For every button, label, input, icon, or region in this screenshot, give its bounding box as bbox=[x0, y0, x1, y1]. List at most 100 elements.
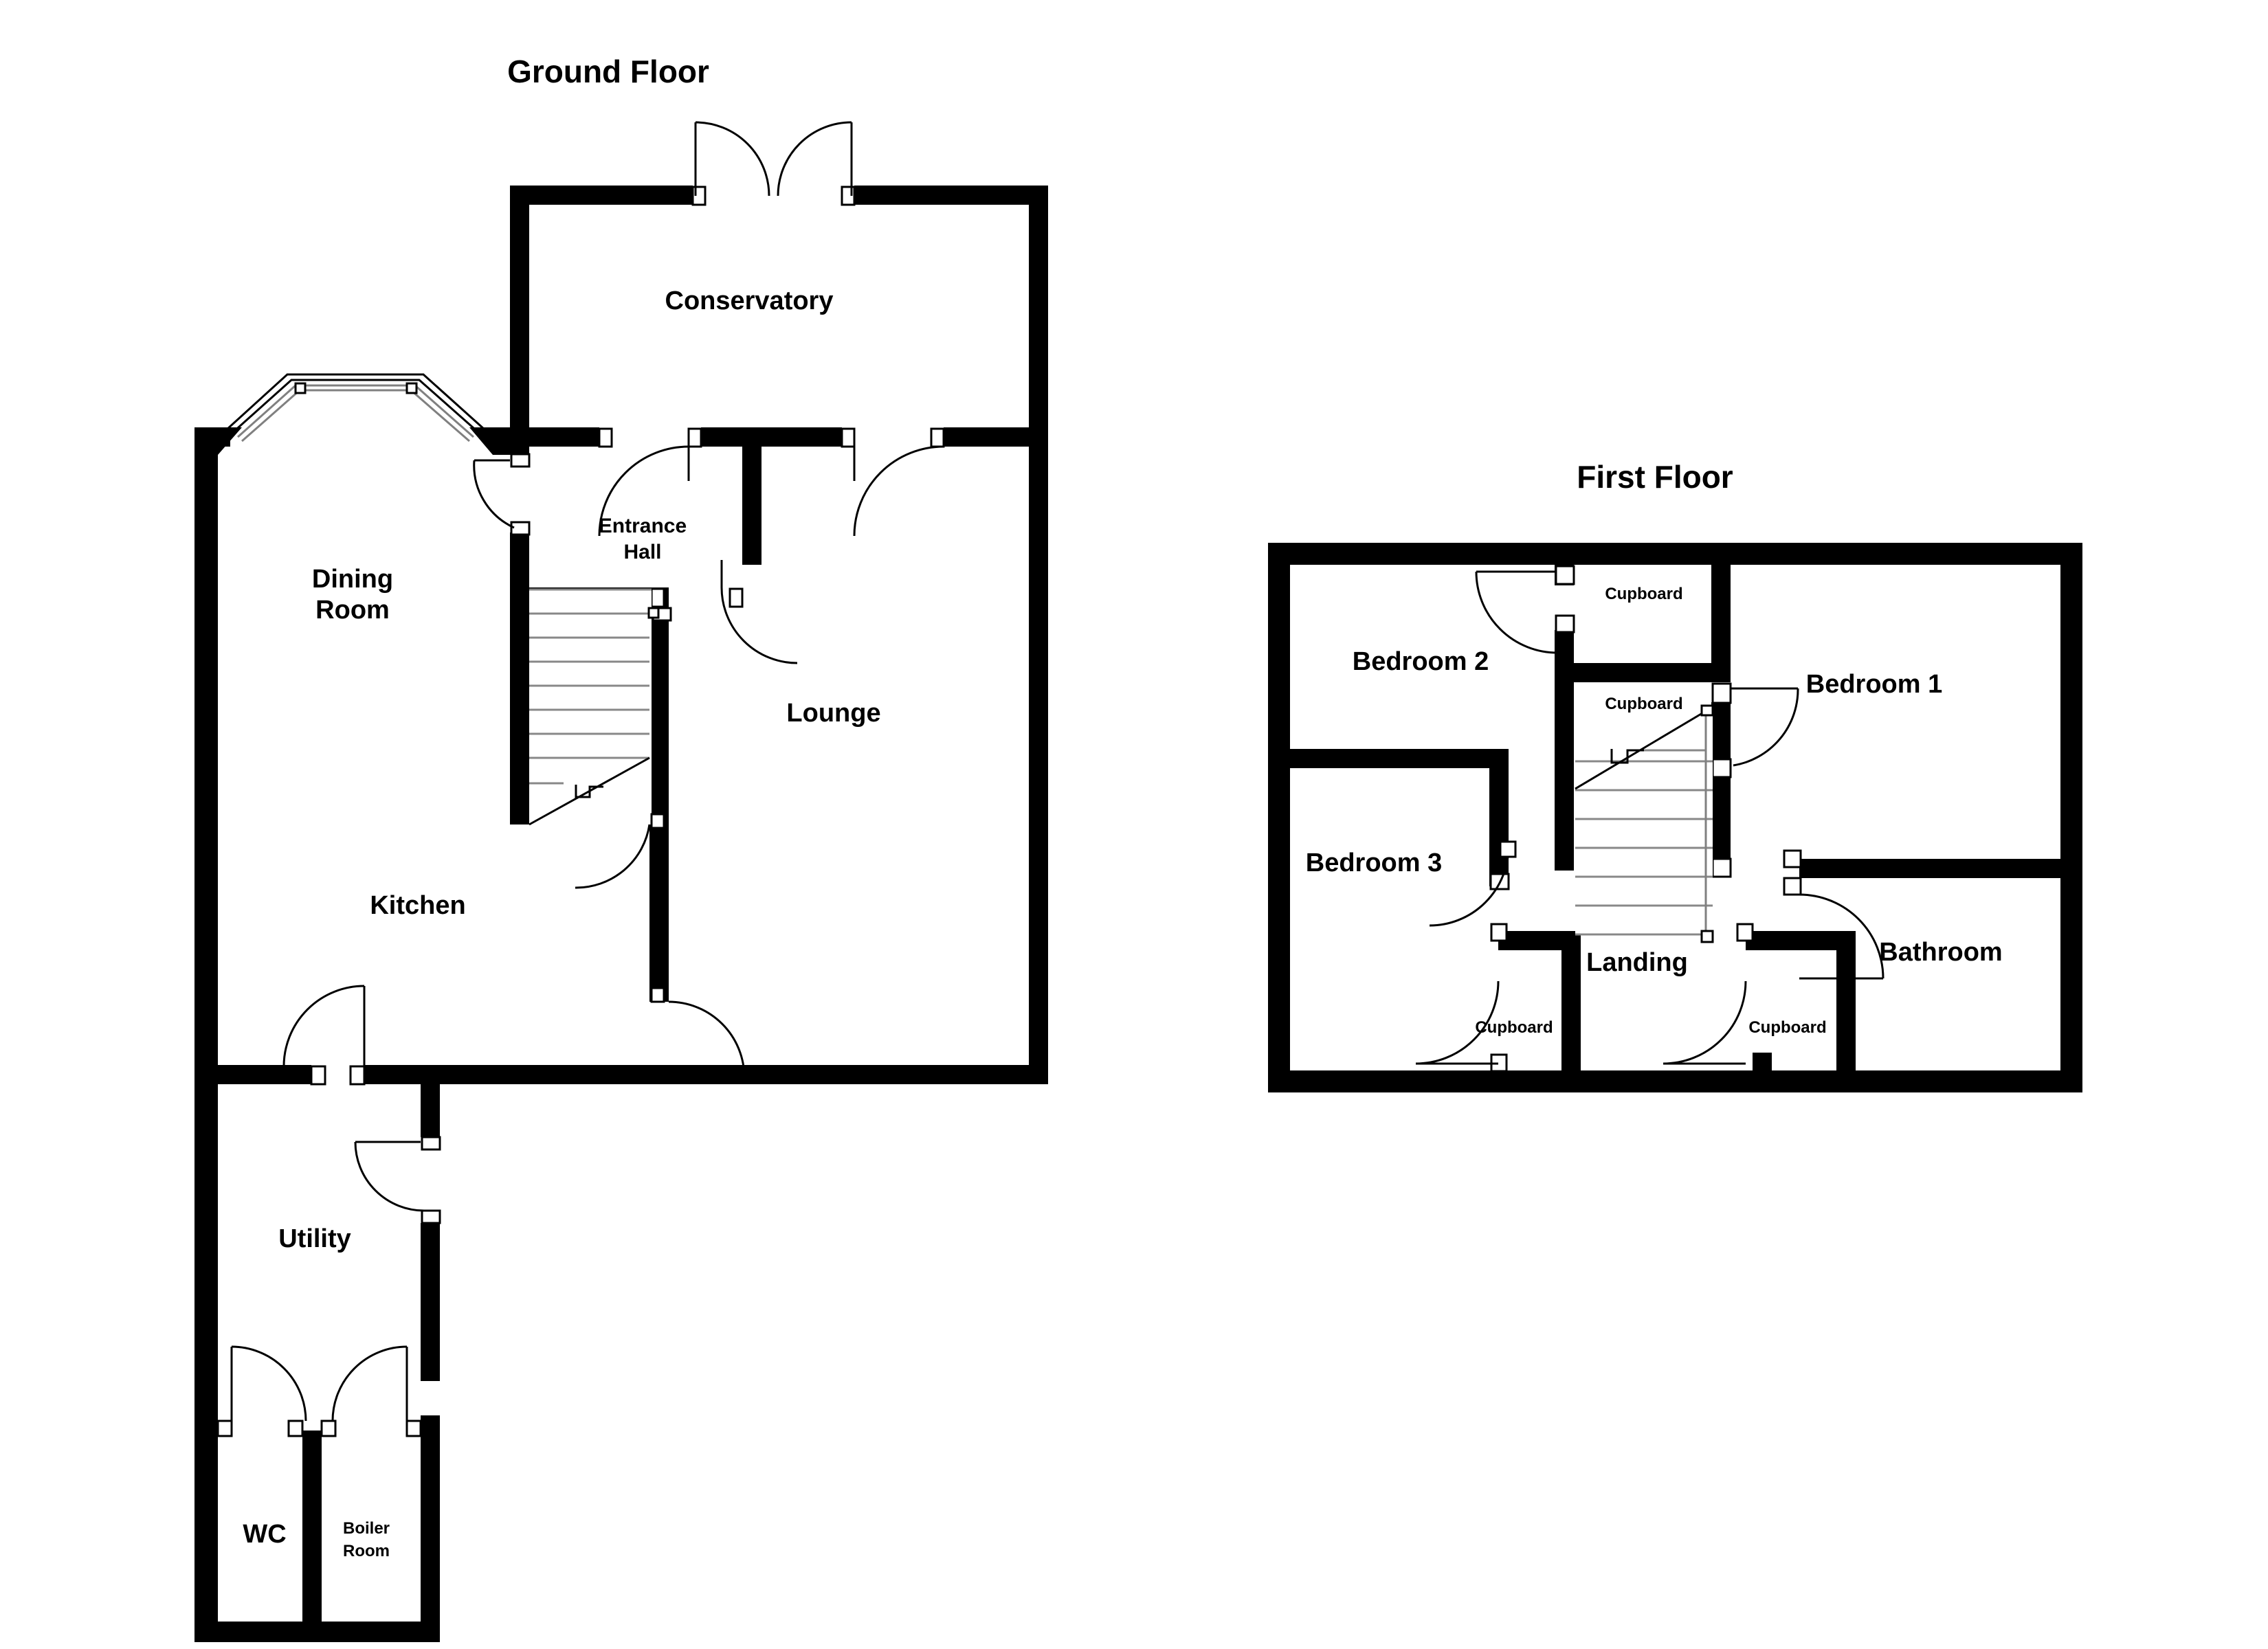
cupboard-wall-right-upper bbox=[1711, 565, 1731, 682]
door-jamb bbox=[1711, 758, 1732, 778]
cupboard4-wall-right bbox=[1836, 931, 1856, 1072]
window-mullion bbox=[405, 382, 418, 394]
door-jamb bbox=[1736, 923, 1754, 942]
first-floor-group: First Floor Bedroom 2 Bedroom 1 Bedroom … bbox=[1268, 459, 2082, 1092]
ground-staircase bbox=[529, 588, 660, 830]
bathroom-wall-top bbox=[1799, 859, 2082, 878]
bay-reveal-right bbox=[469, 427, 520, 455]
room-label-boiler-room-line1: Boiler bbox=[343, 1519, 390, 1538]
conservatory-wall-bottom-right bbox=[944, 427, 1048, 447]
hall-lounge-partition bbox=[742, 427, 761, 565]
room-label-cupboard-2: Cupboard bbox=[1605, 695, 1682, 713]
room-label-dining-room-line2: Room bbox=[315, 596, 390, 625]
utility-wall-right-lower bbox=[421, 1415, 440, 1642]
door-swing-arc bbox=[1429, 846, 1510, 927]
stairwell-wall-right bbox=[1711, 702, 1731, 871]
wc-boiler-divider bbox=[302, 1431, 322, 1626]
conservatory-wall-right bbox=[1029, 186, 1048, 1065]
bay-window-outer bbox=[225, 373, 486, 431]
stair-newel-post bbox=[1700, 930, 1714, 943]
door-swing-arc bbox=[1663, 980, 1747, 1065]
door-jamb bbox=[650, 987, 665, 1003]
bedroom2-cupboard-wall bbox=[1555, 630, 1574, 740]
room-label-cupboard-3: Cupboard bbox=[1475, 1018, 1553, 1037]
door-jamb bbox=[320, 1420, 337, 1437]
door-jamb bbox=[1783, 849, 1802, 868]
stair-newel-post bbox=[647, 607, 660, 619]
utility-wall-top bbox=[194, 1065, 311, 1084]
door-jamb bbox=[216, 1420, 233, 1437]
room-label-bedroom-2: Bedroom 2 bbox=[1353, 647, 1489, 676]
door-jamb bbox=[1555, 614, 1575, 633]
room-label-wc: WC bbox=[243, 1520, 286, 1549]
room-label-dining-room-line1: Dining bbox=[312, 565, 393, 594]
utility-external-door-frame bbox=[421, 1137, 454, 1223]
bay-window-line3 bbox=[237, 384, 474, 438]
door-jamb bbox=[510, 521, 531, 536]
stairwell-wall-left bbox=[1555, 740, 1574, 871]
dining-hall-wall-stub bbox=[510, 427, 529, 453]
door-swing-arc bbox=[354, 1141, 425, 1212]
door-jamb bbox=[1499, 840, 1517, 858]
room-label-entrance-hall-line1: Entrance bbox=[599, 515, 687, 537]
door-swing-arc bbox=[668, 1000, 746, 1078]
door-swing-arc bbox=[720, 587, 798, 664]
room-label-entrance-hall-line2: Hall bbox=[623, 541, 661, 563]
door-swing-arc bbox=[1799, 893, 1885, 979]
door-jamb bbox=[1555, 565, 1575, 585]
door-jamb bbox=[1783, 877, 1802, 896]
door-jamb bbox=[287, 1420, 304, 1437]
room-label-lounge: Lounge bbox=[786, 699, 880, 728]
window-mullion bbox=[294, 382, 307, 394]
first-floor-title: First Floor bbox=[1577, 459, 1733, 495]
door-jamb bbox=[510, 453, 531, 468]
door-jamb bbox=[930, 427, 945, 448]
stair-direction-arrow bbox=[1610, 749, 1644, 764]
room-label-bathroom: Bathroom bbox=[1879, 938, 2002, 967]
door-swing-arc bbox=[282, 985, 365, 1067]
room-label-landing: Landing bbox=[1586, 948, 1688, 977]
bay-reveal-left bbox=[194, 427, 242, 455]
door-jamb bbox=[841, 427, 856, 448]
door-jamb bbox=[421, 1209, 441, 1224]
door-jamb bbox=[1490, 923, 1508, 942]
room-label-conservatory: Conservatory bbox=[665, 287, 834, 315]
room-label-cupboard-1: Cupboard bbox=[1605, 585, 1682, 603]
conservatory-wall-top-left bbox=[510, 186, 693, 205]
door-jamb bbox=[729, 587, 744, 608]
kitchen-lounge-wall bbox=[649, 824, 669, 1002]
conservatory-wall-left bbox=[510, 186, 529, 447]
door-swing-arc bbox=[473, 460, 515, 529]
cupboard4-stub bbox=[1753, 1053, 1772, 1072]
door-jamb bbox=[687, 427, 702, 448]
first-floor-wall-left bbox=[1268, 543, 1290, 1092]
cupboard-divider-wall bbox=[1555, 663, 1731, 682]
exterior-wall-left bbox=[194, 427, 218, 1642]
ground-floor-group: Ground Floor Conservatory Dining Room En… bbox=[194, 54, 1048, 1642]
door-swing-arc bbox=[1733, 688, 1799, 767]
door-jamb bbox=[650, 813, 665, 829]
first-floor-wall-top bbox=[1268, 543, 2082, 565]
first-floor-wall-bottom bbox=[1268, 1070, 2082, 1092]
cupboard3-wall-right bbox=[1561, 931, 1581, 1072]
dining-hall-wall bbox=[510, 532, 529, 824]
staircase-body bbox=[1575, 708, 1713, 934]
bedroom2-wall-bottom bbox=[1268, 749, 1509, 768]
door-swing-arc bbox=[331, 1345, 408, 1422]
bedroom3-wall-right bbox=[1489, 749, 1509, 886]
stair-direction-arrow bbox=[575, 785, 603, 798]
door-jamb bbox=[1711, 857, 1732, 878]
ground-floor-title: Ground Floor bbox=[507, 54, 709, 89]
bay-window-line2 bbox=[231, 379, 480, 434]
door-jamb bbox=[349, 1065, 366, 1086]
door-swing-arc bbox=[777, 121, 852, 197]
room-label-bedroom-1: Bedroom 1 bbox=[1806, 670, 1942, 699]
door-swing-arc bbox=[231, 1345, 307, 1422]
kitchen-wall-bottom bbox=[364, 1065, 1048, 1084]
conservatory-wall-bottom-mid bbox=[701, 427, 842, 447]
door-jamb bbox=[421, 1136, 441, 1151]
room-label-boiler-room-line2: Room bbox=[343, 1542, 390, 1560]
stair-wall-right bbox=[649, 587, 669, 824]
